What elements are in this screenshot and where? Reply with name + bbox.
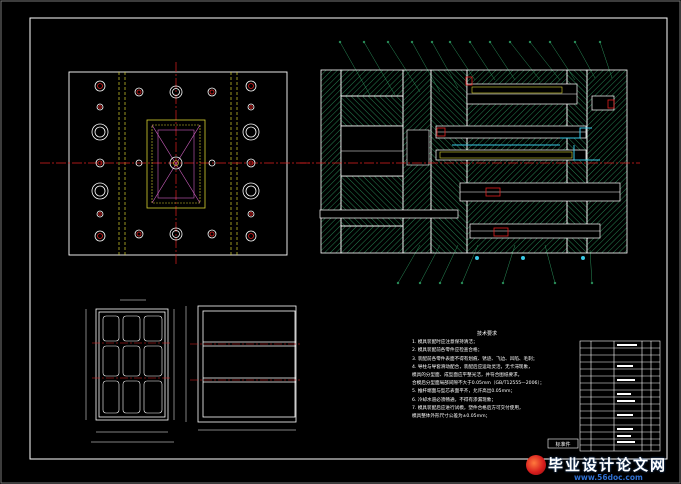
notes-title: 技术要求 [476,331,497,337]
note-line-5: 模具的分型面、成型面应平整光洁，并符合图纸要求， [412,373,523,379]
mold-top-view [40,62,312,265]
part-section-view [185,305,300,431]
watermark-title: 毕业设计论文网 [548,456,668,474]
parts-list-fill [617,344,637,443]
technical-requirements: 技术要求 1. 模具装配时应注意保持清洁； 2. 模具装配前各零件应检查合格； … [412,330,562,421]
note-line-6: 合模后分型面局部间隙不大于0.05mm（GB/T12555—2006）； [412,381,545,387]
note-line-1: 1. 模具装配时应注意保持清洁； [412,340,478,346]
logo-icon [526,455,546,475]
title-block-label: 标准件 [555,441,570,448]
part-top-view [85,299,175,443]
note-line-7: 5. 推杆端面与型芯表面平齐，允许高出0.05mm； [412,389,516,395]
watermark: 毕业设计论文网 www.56doc.com [512,451,681,484]
note-line-3: 3. 装配前各零件表面不得有划痕、锈迹、飞边、凹陷、毛刺； [412,356,538,362]
inner-frame [29,17,668,460]
note-line-9: 7. 模具装配后应进行试模，塑件合格后方可交付使用， [412,405,524,411]
note-line-2: 2. 模具装配前各零件应检查合格； [412,348,483,354]
mold-section-view [300,40,640,285]
watermark-url: www.56doc.com [574,473,643,482]
parts-list [547,340,661,452]
note-line-8: 6. 冷却水道必须畅通，不得有渗漏现象； [412,397,496,403]
note-line-4: 4. 导柱与导套滑动配合，装配后应运动灵活，无卡滞现象， [412,364,533,370]
note-line-10: 模具整体外形尺寸公差为±0.05mm； [412,414,491,420]
